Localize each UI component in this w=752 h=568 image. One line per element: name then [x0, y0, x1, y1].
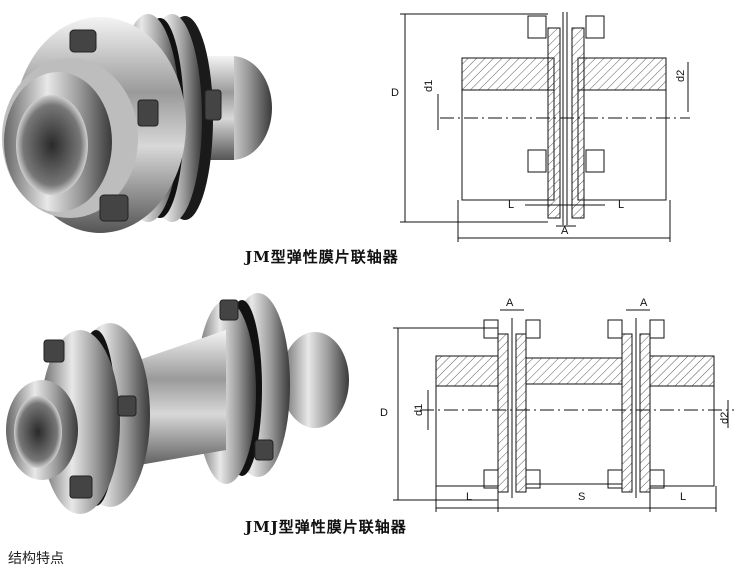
dim-label-L-right-bottom: L — [680, 491, 686, 503]
structure-features-heading: 结构特点 — [8, 551, 64, 567]
jm-coupling-photo — [2, 14, 272, 233]
dim-label-L-right: L — [618, 199, 624, 211]
dim-label-D-bottom: D — [380, 407, 388, 419]
dim-label-d2: d2 — [675, 70, 687, 82]
dim-label-d2-bottom: d2 — [719, 412, 731, 424]
dim-label-A: A — [561, 225, 569, 237]
dim-label-A-right: A — [640, 297, 648, 309]
dim-label-A-left: A — [506, 297, 514, 309]
dim-label-D: D — [391, 87, 399, 99]
jmj-cross-section-drawing — [393, 309, 734, 512]
jmj-caption: JMJ型弹性膜片联轴器 — [245, 518, 407, 536]
dim-label-L-left: L — [508, 199, 514, 211]
dim-label-S: S — [578, 491, 585, 503]
jm-cross-section-drawing — [400, 12, 690, 242]
dim-label-d1: d1 — [423, 80, 435, 92]
dim-label-d1-bottom: d1 — [413, 404, 425, 416]
dim-label-L-left-bottom: L — [466, 491, 472, 503]
jmj-coupling-photo — [6, 293, 349, 514]
jm-caption: JM型弹性膜片联轴器 — [245, 248, 399, 266]
